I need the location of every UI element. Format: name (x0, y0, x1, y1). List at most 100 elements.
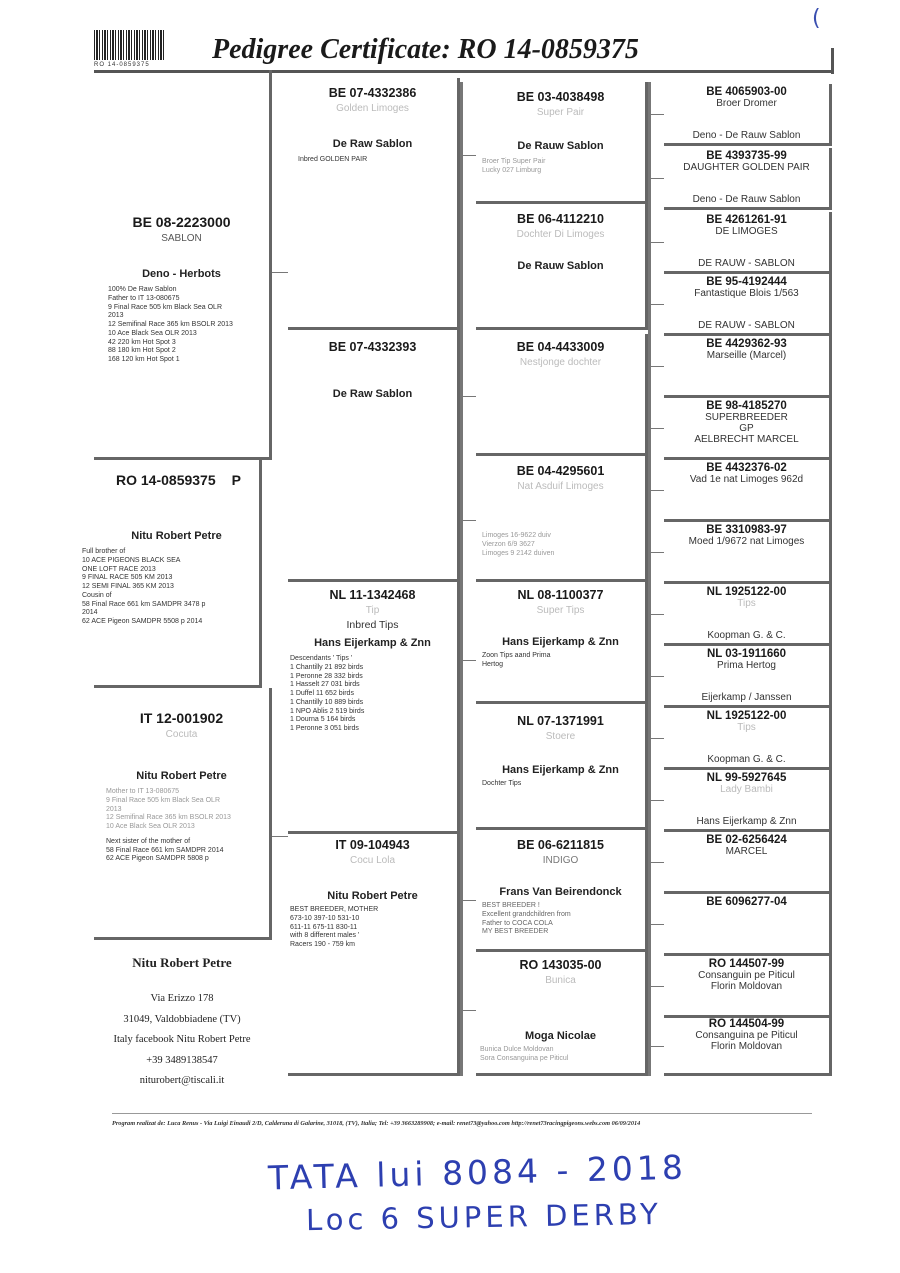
ggp-reg: NL 03-1911660 (706, 648, 787, 660)
dd-name: Cocu Lola (349, 855, 396, 866)
dds-reg: BE 06-6211815 (517, 838, 604, 852)
owner-contact: Nitu Robert Petre Via Erizzo 178 31049, … (92, 950, 272, 1092)
ggp-line-2: Florin Moldovan (710, 1041, 783, 1052)
barcode-number: RO 14-0859375 (94, 62, 150, 68)
connector (648, 552, 664, 553)
barcode (94, 30, 166, 60)
ds-name: Tip (365, 605, 380, 616)
ggp-line-1: DE LIMOGES (715, 226, 778, 237)
ggp-line-1: Lady Bambi (720, 784, 773, 795)
ggp-breeder: Eijerkamp / Janssen (701, 692, 792, 703)
connector (648, 862, 664, 863)
page-title: Pedigree Certificate: RO 14-0859375 (212, 34, 639, 65)
ssd-owner: De Rauw Sablon (517, 260, 604, 272)
subject-box: RO 14-0859375 P Nitu Robert Petre Full b… (82, 460, 262, 688)
ggp-reg: BE 4393735-99 (706, 150, 787, 162)
ggp-line-1: MARCEL (725, 846, 768, 857)
sire-reg: BE 08-2223000 (132, 214, 231, 230)
sdd-notes: Limoges 16-9622 duiv Vierzon 6/9 3627 Li… (482, 532, 555, 557)
sds-name: Nestjonge dochter (519, 357, 602, 368)
ggp-breeder: Koopman G. & C. (707, 630, 786, 641)
ggp-reg: BE 3310983-97 (706, 524, 787, 536)
dsd-reg: NL 07-1371991 (517, 714, 604, 728)
footer-text: Program realizat de: Luca Renus - Via Lu… (112, 1120, 641, 1127)
ggp-reg: BE 02-6256424 (706, 834, 787, 846)
ds-owner: Hans Eijerkamp & Znn (314, 637, 431, 649)
ggp-reg: BE 98-4185270 (706, 400, 787, 412)
sds-box: BE 04-4433009 Nestjonge dochter (476, 334, 648, 456)
connector (648, 178, 664, 179)
dds-name: INDIGO (542, 855, 579, 866)
owner-email: niturobert@tiscali.it (139, 1075, 225, 1087)
ggp-breeder: Deno - De Rauw Sablon (692, 130, 801, 141)
dds-box: BE 06-6211815 INDIGO Frans Van Beirendon… (476, 830, 648, 952)
ggp-line-3: AELBRECHT MARCEL (694, 434, 799, 445)
ss-owner: De Raw Sablon (332, 138, 413, 150)
ggp-box: BE 6096277-04 (664, 894, 832, 956)
ggp-breeder: Koopman G. & C. (707, 754, 786, 765)
connector (648, 304, 664, 305)
ddd-reg: RO 143035-00 (519, 958, 602, 972)
ggp-reg: BE 4429362-93 (706, 338, 787, 350)
owner-city: 31049, Valdobbiadene (TV) (123, 1013, 241, 1025)
dsd-box: NL 07-1371991 Stoere Hans Eijerkamp & Zn… (476, 704, 648, 830)
ds-reg: NL 11-1342468 (329, 588, 416, 602)
subject-sex: P (231, 472, 241, 488)
ggp-line-1: Vad 1e nat Limoges 962d (689, 474, 804, 485)
sire-name: SABLON (161, 233, 202, 244)
sd-box: BE 07-4332393 De Raw Sablon (288, 330, 460, 582)
connector (648, 114, 664, 115)
dd-notes: BEST BREEDER, MOTHER 673-10 397-10 531-1… (290, 906, 379, 948)
connector (460, 660, 476, 661)
sire-box: BE 08-2223000 SABLON Deno - Herbots 100%… (94, 70, 272, 460)
sdd-box: BE 04-4295601 Nat Asduif Limoges Limoges… (476, 456, 648, 582)
sss-name: Super Pair (536, 107, 585, 118)
ds-name-2: Inbred Tips (346, 619, 399, 631)
ggp-line-1: Moed 1/9672 nat Limoges (688, 536, 805, 547)
sdd-name: Nat Asduif Limoges (517, 481, 604, 492)
ggp-reg: BE 4432376-02 (706, 462, 787, 474)
ggp-reg: BE 4261261-91 (706, 214, 787, 226)
sd-reg: BE 07-4332393 (328, 340, 417, 354)
ss-reg: BE 07-4332386 (328, 86, 417, 100)
generation-divider (648, 82, 651, 1076)
ggp-reg: BE 6096277-04 (706, 896, 787, 908)
sss-owner: De Rauw Sablon (517, 140, 604, 152)
dss-notes: Zoon Tips aand Prima Hertog (482, 652, 551, 668)
ggp-line-1: Tips (737, 722, 756, 733)
ggp-reg: RO 144504-99 (708, 1018, 785, 1030)
ddd-box: RO 143035-00 Bunica Moga Nicolae Bunica … (476, 952, 648, 1076)
connector (648, 924, 664, 925)
subject-notes: Full brother of 10 ACE PIGEONS BLACK SEA… (82, 548, 206, 625)
dam-owner: Nitu Robert Petre (136, 770, 227, 782)
ggp-line-1: Prima Hertog (717, 660, 776, 671)
handwritten-note-2: Loc 6 SUPER DERBY (305, 1196, 663, 1238)
ggp-line-2: GP (739, 423, 754, 434)
sss-notes: Broer Tip Super Pair Lucky 027 Limburg (482, 158, 546, 174)
dss-box: NL 08-1100377 Super Tips Hans Eijerkamp … (476, 582, 648, 704)
ggp-line-2: Florin Moldovan (710, 981, 783, 992)
dd-owner: Nitu Robert Petre (327, 890, 418, 902)
ggp-breeder: DE RAUW - SABLON (698, 320, 795, 331)
connector (648, 614, 664, 615)
dsd-notes: Dochter Tips (482, 780, 522, 787)
sire-notes: 100% De Raw Sablon Father to IT 13-08067… (108, 286, 233, 363)
connector (272, 272, 288, 273)
connector (648, 738, 664, 739)
ggp-reg: NL 99-5927645 (706, 772, 787, 784)
dam-notes: Mother to IT 13-080675 9 Final Race 505 … (106, 788, 231, 830)
connector (460, 155, 476, 156)
ggp-line-1: Consanguina pe Piticul (695, 1030, 798, 1041)
sds-reg: BE 04-4433009 (516, 340, 605, 354)
dsd-owner: Hans Eijerkamp & Znn (502, 764, 619, 776)
dam-box: IT 12-001902 Cocuta Nitu Robert Petre Mo… (94, 688, 272, 940)
